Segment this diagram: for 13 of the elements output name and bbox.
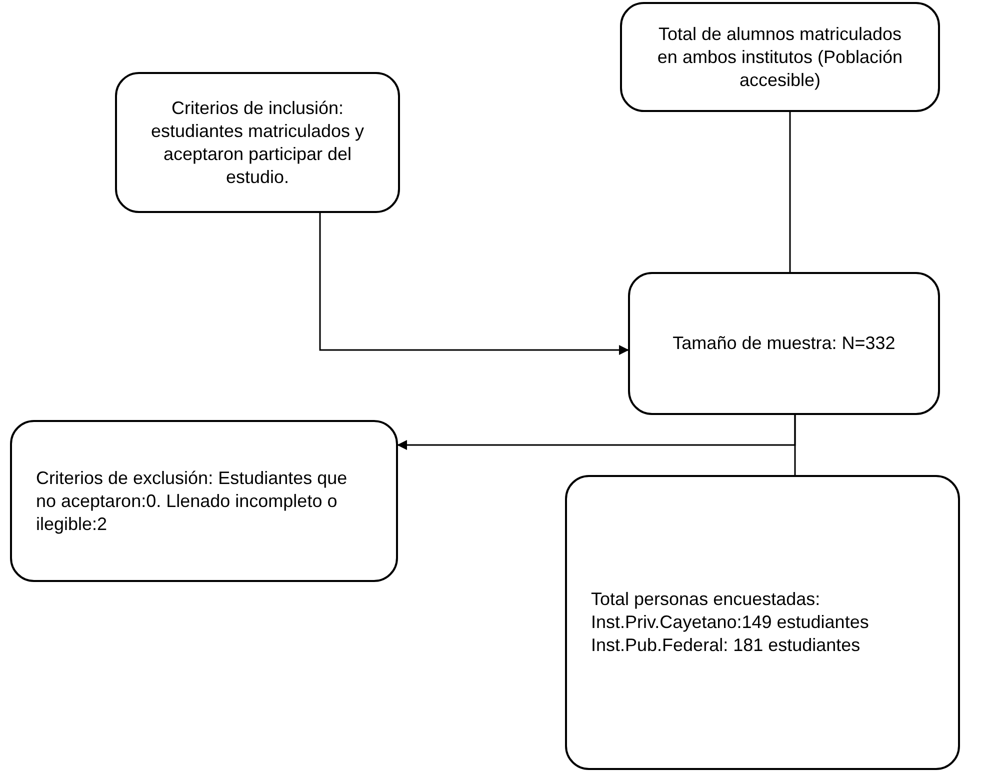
rounded-box: [10, 420, 398, 582]
rounded-box: [628, 272, 940, 415]
connector-line: [789, 112, 791, 272]
rounded-box: [565, 475, 960, 770]
box-text: Criterios de exclusión: Estudiantes que no aceptaron:0. Llenado incompleto o ilegible:2: [36, 466, 348, 536]
arrow: [319, 213, 629, 355]
rounded-box: [115, 72, 400, 213]
box-text: Total de alumnos matriculados en ambos institutos (Población accesible): [656, 22, 904, 92]
box-text: Total personas encuestadas: Inst.Priv.Cayetano:149 estudiantes Inst.Pub.Federal: 181 estudiantes: [591, 588, 870, 657]
box-text: Criterios de inclusión: estudiantes matriculados y aceptaron participar del estudio.: [150, 96, 366, 188]
box-text: Tamaño de muestra: N=332: [672, 332, 896, 355]
rounded-box: [620, 2, 940, 112]
connector-line: [794, 415, 796, 475]
